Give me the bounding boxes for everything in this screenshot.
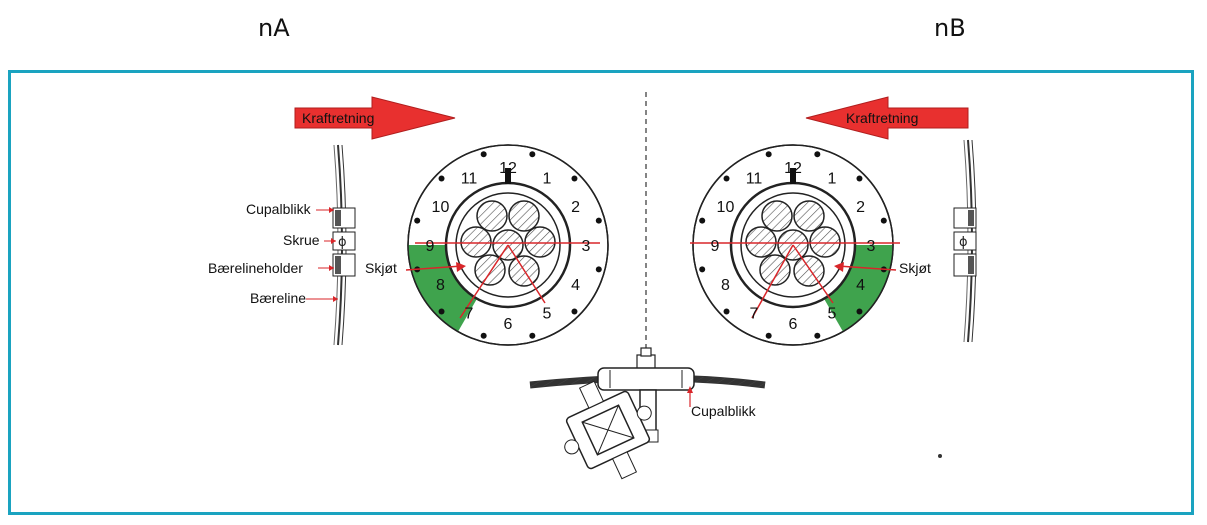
joint-label-left: Skjøt bbox=[365, 260, 397, 276]
clock-number-7: 7 bbox=[465, 306, 474, 323]
detail-label-cupalblikk: Cupalblikk bbox=[691, 403, 757, 419]
arrow-label-left: Kraftretning bbox=[302, 110, 374, 126]
rim-dot bbox=[880, 217, 887, 224]
rim-dot bbox=[438, 308, 445, 315]
rim-dot bbox=[699, 217, 706, 224]
rim-dot bbox=[480, 151, 487, 158]
joint-label-right: Skjøt bbox=[899, 260, 931, 276]
force-direction-arrow-right: Kraftretning bbox=[805, 96, 969, 140]
heading-na: nA bbox=[258, 14, 290, 42]
svg-text:ϕ: ϕ bbox=[959, 235, 968, 250]
rim-dot bbox=[856, 308, 863, 315]
rim-dot bbox=[765, 151, 772, 158]
hardware-labels-left: Cupalblikk Skrue Bærelineholder Bæreline bbox=[208, 201, 338, 306]
clamp-detail-drawing: Cupalblikk bbox=[529, 347, 766, 480]
artifact-dot bbox=[938, 454, 942, 458]
clock-number-7: 7 bbox=[750, 306, 759, 323]
rim-dot bbox=[571, 175, 578, 182]
clock-number-4: 4 bbox=[571, 277, 580, 294]
clock-number-10: 10 bbox=[432, 199, 450, 216]
arrow-label-right: Kraftretning bbox=[846, 110, 918, 126]
clock-number-8: 8 bbox=[436, 277, 445, 294]
clock-number-10: 10 bbox=[717, 199, 735, 216]
clock-number-5: 5 bbox=[828, 306, 837, 323]
rim-dot bbox=[595, 266, 602, 273]
clock-number-1: 1 bbox=[543, 170, 552, 187]
clock-number-9: 9 bbox=[711, 238, 720, 255]
force-direction-arrow-left: Kraftretning bbox=[294, 96, 456, 140]
label-baerelineholder: Bærelineholder bbox=[208, 260, 303, 276]
clock-number-11: 11 bbox=[746, 170, 763, 187]
rim-dot bbox=[856, 175, 863, 182]
clock-number-6: 6 bbox=[504, 316, 513, 333]
rim-dot bbox=[438, 175, 445, 182]
joint-marker-right: Skjøt bbox=[834, 260, 931, 276]
svg-text:ϕ: ϕ bbox=[338, 235, 347, 250]
label-skrue: Skrue bbox=[283, 232, 320, 248]
rim-dot bbox=[529, 332, 536, 339]
rim-dot bbox=[814, 332, 821, 339]
clock-number-12: 12 bbox=[499, 160, 517, 177]
clock-number-1: 1 bbox=[828, 170, 837, 187]
clamp-hardware-left: ϕ bbox=[332, 207, 356, 277]
clock-number-8: 8 bbox=[721, 277, 730, 294]
rim-dot bbox=[595, 217, 602, 224]
label-cupalblikk: Cupalblikk bbox=[246, 201, 312, 217]
clock-number-5: 5 bbox=[543, 306, 552, 323]
rim-dot bbox=[814, 151, 821, 158]
label-baereline: Bæreline bbox=[250, 290, 306, 306]
rim-dot bbox=[529, 151, 536, 158]
rim-dot bbox=[699, 266, 706, 273]
clock-number-12: 12 bbox=[784, 160, 802, 177]
rim-dot bbox=[571, 308, 578, 315]
clock-number-4: 4 bbox=[856, 277, 865, 294]
clamp-hardware-right: ϕ bbox=[953, 207, 977, 277]
clock-number-3: 3 bbox=[867, 238, 876, 255]
rim-dot bbox=[723, 175, 730, 182]
diagram-frame bbox=[8, 70, 1194, 515]
rim-dot bbox=[723, 308, 730, 315]
clock-number-2: 2 bbox=[571, 199, 580, 216]
rim-dot bbox=[765, 332, 772, 339]
clock-number-2: 2 bbox=[856, 199, 865, 216]
joint-marker-left: Skjøt bbox=[365, 260, 466, 276]
clock-number-6: 6 bbox=[789, 316, 798, 333]
clock-number-11: 11 bbox=[461, 170, 478, 187]
rim-dot bbox=[480, 332, 487, 339]
heading-nb: nB bbox=[934, 14, 966, 42]
rim-dot bbox=[414, 217, 421, 224]
clock-number-3: 3 bbox=[582, 238, 591, 255]
clock-number-9: 9 bbox=[426, 238, 435, 255]
